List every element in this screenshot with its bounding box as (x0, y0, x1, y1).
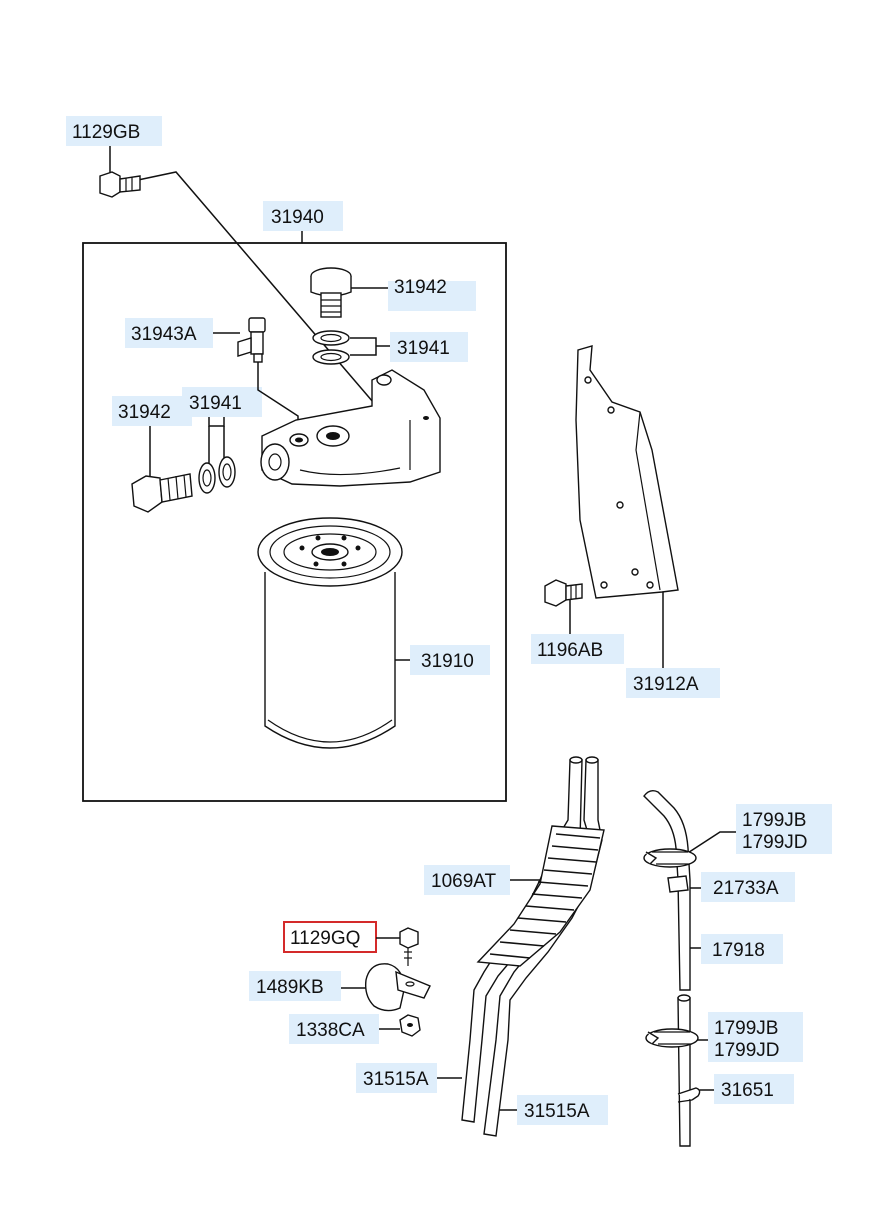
label-box-31943a (125, 318, 213, 348)
label-31943a[interactable]: 31943A (131, 324, 197, 345)
label-box-1489kb (249, 971, 341, 1001)
banjo-bolt-left-icon (131, 473, 193, 513)
label-17918[interactable]: 17918 (712, 940, 765, 961)
label-box-1338ca (289, 1014, 379, 1044)
clip-1799jb-top-icon (643, 848, 697, 868)
fuel-hose-31515a-icon (461, 756, 605, 1137)
label-box-1799jb-jd-bottom (708, 1012, 803, 1062)
label-31942-left[interactable]: 31942 (118, 402, 171, 423)
clamp-1489kb-icon (364, 963, 431, 1012)
label-31910[interactable]: 31910 (421, 651, 474, 672)
bracket-31912a-icon (575, 345, 679, 599)
label-1799jb-bottom[interactable]: 1799JB (714, 1018, 778, 1039)
label-1129gb[interactable]: 1129GB (72, 122, 140, 143)
label-box-31910 (410, 645, 490, 675)
label-1196ab[interactable]: 1196AB (537, 640, 603, 661)
label-box-31940 (263, 201, 343, 231)
filter-head-31940-icon (260, 369, 441, 487)
label-1338ca[interactable]: 1338CA (296, 1020, 365, 1041)
label-21733a[interactable]: 21733A (713, 878, 779, 899)
fuel-filter-31910-icon (257, 517, 403, 749)
washer-top-icon (312, 330, 350, 365)
label-box-1196ab (531, 634, 624, 664)
label-31912a[interactable]: 31912A (633, 674, 699, 695)
label-box-1069at (424, 865, 510, 895)
nut-1338ca-icon (399, 1014, 421, 1037)
label-box-31941-left (182, 387, 262, 417)
label-box-31515a-right (517, 1095, 608, 1125)
washer-left-icon (198, 456, 236, 494)
clip-1799jb-bottom-icon (645, 1028, 699, 1048)
label-box-31941-right (390, 332, 468, 362)
label-1069at[interactable]: 1069AT (431, 871, 497, 892)
label-box-1129gb (66, 116, 162, 146)
label-31940[interactable]: 31940 (271, 207, 324, 228)
label-box-1799jb-jd-top (736, 804, 832, 854)
label-1129gq[interactable]: 1129GQ (290, 928, 360, 949)
label-1489kb[interactable]: 1489KB (256, 977, 324, 998)
assembly-frame-31940 (82, 242, 507, 802)
label-box-31515a-left (356, 1063, 437, 1093)
label-31651[interactable]: 31651 (721, 1080, 774, 1101)
label-31515a-left[interactable]: 31515A (363, 1069, 429, 1090)
sensor-31943a-icon (237, 317, 266, 363)
banjo-bolt-top-icon (310, 267, 352, 318)
label-1799jd-top[interactable]: 1799JD (742, 832, 808, 853)
label-box-31912a (626, 668, 720, 698)
label-31942-top[interactable]: 31942 (394, 277, 447, 298)
bolt-1129gq-icon (399, 927, 419, 966)
clip-31651-icon (677, 1087, 701, 1103)
label-box-21733a (701, 872, 795, 902)
label-31941-right[interactable]: 31941 (397, 338, 450, 359)
part-labels: 1129GB 31940 31942 31943A 31941 31942 31… (66, 116, 832, 1125)
label-31515a-right[interactable]: 31515A (524, 1101, 590, 1122)
bolt-1129gb-icon (99, 171, 141, 198)
label-box-31942-top (388, 281, 476, 311)
label-box-1129gq (283, 921, 377, 953)
label-box-17918 (701, 934, 783, 964)
label-1799jb-top[interactable]: 1799JB (742, 810, 806, 831)
label-31941-left[interactable]: 31941 (189, 393, 242, 414)
label-box-31651 (714, 1074, 794, 1104)
bolt-1196ab-icon (544, 579, 583, 607)
label-box-31942-left (112, 396, 192, 426)
leader-lines (109, 146, 736, 1111)
label-1799jd-bottom[interactable]: 1799JD (714, 1040, 780, 1061)
